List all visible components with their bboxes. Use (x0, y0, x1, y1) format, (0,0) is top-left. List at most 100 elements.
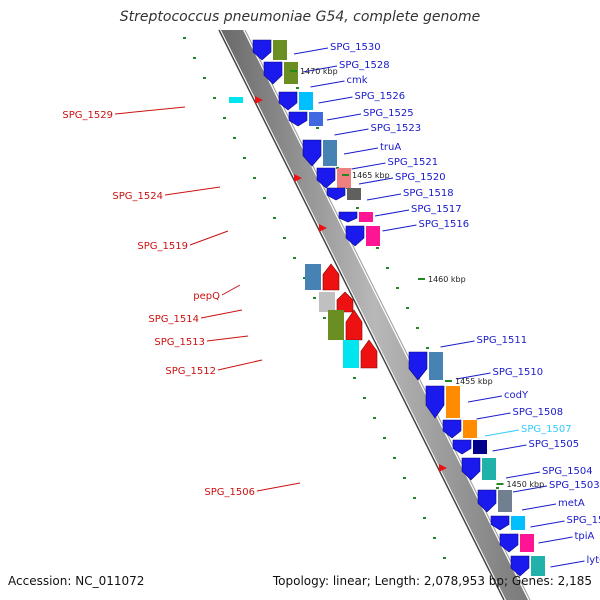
forward-gene-arrow (278, 91, 298, 111)
feature-block (366, 226, 380, 246)
leader-line (440, 340, 475, 348)
accession-text: Accession: NC_011072 (8, 574, 145, 588)
gene-labels: SPG_1530SPG_1528cmkSPG_1526SPG_1525SPG_1… (62, 42, 600, 566)
gene-label-forward[interactable]: SPG_1523 (371, 123, 422, 134)
genome-title: Streptococcus pneumoniae G54, complete g… (119, 9, 481, 25)
gene-label-reverse[interactable]: SPG_1506 (204, 487, 255, 498)
leader-line (505, 471, 541, 479)
gene-label-reverse[interactable]: SPG_1519 (137, 241, 188, 252)
gene-label-forward[interactable]: metA (558, 498, 585, 509)
feature-block (323, 140, 337, 166)
leader-line (206, 335, 249, 342)
feature-block (319, 292, 335, 312)
leader-line (221, 284, 241, 296)
gene-label-forward[interactable]: truA (380, 142, 401, 153)
scale-label: 1465 kbp (352, 171, 390, 180)
feature-block (328, 310, 344, 340)
genome-summary: Topology: linear; Length: 2,078,953 bp; … (272, 574, 592, 588)
leader-line (530, 520, 565, 528)
feature-block (229, 97, 243, 103)
gene-label-forward[interactable]: SPG_1528 (339, 60, 390, 71)
gene-label-forward[interactable]: SPG_1517 (411, 204, 462, 215)
feature-block (429, 352, 443, 380)
feature-block (359, 212, 373, 222)
leader-line (189, 230, 229, 246)
gene-label-reverse[interactable]: SPG_1514 (148, 314, 199, 325)
gene-label-forward[interactable]: SPG_1505 (529, 439, 580, 450)
gene-label-reverse[interactable]: SPG_1512 (165, 366, 216, 377)
feature-block (482, 458, 496, 480)
forward-gene-arrow (263, 61, 283, 85)
gene-label-reverse[interactable]: SPG_1524 (112, 191, 163, 202)
feature-block (284, 62, 298, 84)
gene-label-forward[interactable]: SPG_1525 (363, 108, 414, 119)
gene-label-forward[interactable]: lytC (587, 555, 600, 566)
leader-line (326, 113, 362, 121)
reverse-gene-marker (255, 96, 263, 104)
scale-label: 1470 kbp (300, 67, 338, 76)
leader-line (318, 96, 353, 104)
label-leaders (114, 47, 585, 568)
feature-block (531, 556, 545, 576)
gene-label-forward[interactable]: SPG_1508 (513, 407, 564, 418)
leader-line (164, 186, 221, 196)
forward-gene-arrow (408, 351, 428, 381)
forward-gene-arrow (288, 111, 308, 127)
forward-gene-arrow (461, 457, 481, 481)
gene-label-forward[interactable]: SPG_1530 (330, 42, 381, 53)
scale-label: 1455 kbp (455, 377, 493, 386)
gene-label-reverse[interactable]: SPG_1513 (154, 337, 205, 348)
leader-line (492, 444, 527, 452)
leader-line (114, 106, 186, 115)
gene-label-forward[interactable]: codY (504, 390, 529, 401)
gene-label-forward[interactable]: tpiA (575, 531, 595, 542)
leader-line (351, 162, 386, 170)
leader-line (334, 128, 369, 136)
leader-line (366, 193, 402, 201)
gene-label-reverse[interactable]: SPG_1529 (62, 110, 113, 121)
gene-label-forward[interactable]: SPG_1503 (549, 480, 600, 491)
feature-block (305, 264, 321, 290)
feature-block (299, 92, 313, 110)
gene-label-forward[interactable]: SPG_1510 (493, 367, 544, 378)
gene-label-forward[interactable]: SPG_1516 (419, 219, 470, 230)
gene-label-forward[interactable]: SPG_1521 (388, 157, 439, 168)
leader-line (374, 209, 410, 217)
leader-line (302, 65, 338, 73)
forward-gene-arrow (490, 515, 510, 531)
scale-labels: 1470 kbp 1465 kbp 1460 kbp 1455 kbp 1450 kbp (290, 67, 544, 489)
gene-label-reverse[interactable]: pepQ (193, 291, 220, 302)
reverse-gene-marker (294, 174, 302, 182)
gene-label-forward[interactable]: SPG_1511 (477, 335, 528, 346)
gene-label-forward[interactable]: SPG_1507 (521, 424, 572, 435)
gene-features (229, 39, 545, 577)
forward-gene-arrow (338, 211, 358, 223)
leader-line (456, 372, 491, 380)
leader-line (310, 80, 345, 88)
leader-line (484, 429, 520, 437)
forward-gene-arrow (345, 225, 365, 247)
leader-line (256, 482, 301, 492)
backbone-edge-left (218, 29, 505, 600)
forward-gene-arrow (252, 39, 272, 61)
gene-label-forward[interactable]: SPG_1526 (355, 91, 406, 102)
gene-label-forward[interactable]: SPG_1520 (395, 172, 446, 183)
scale-label: 1450 kbp (507, 480, 545, 489)
scale-label: 1460 kbp (428, 275, 466, 284)
forward-gene-arrow (442, 419, 462, 439)
feature-block (473, 440, 487, 454)
gene-label-forward[interactable]: SPG_1504 (542, 466, 593, 477)
gene-label-forward[interactable]: cmk (347, 75, 368, 86)
leader-line (512, 485, 548, 493)
feature-block (463, 420, 477, 438)
leader-line (550, 560, 585, 568)
feature-block (273, 40, 287, 60)
feature-block (337, 168, 351, 188)
reverse-gene-arrow (360, 339, 378, 369)
gene-label-forward[interactable]: SPG_1501 (567, 515, 600, 526)
leader-line (382, 224, 417, 232)
gene-label-forward[interactable]: SPG_1518 (403, 188, 454, 199)
reverse-gene-marker (439, 464, 447, 472)
leader-line (538, 536, 573, 544)
